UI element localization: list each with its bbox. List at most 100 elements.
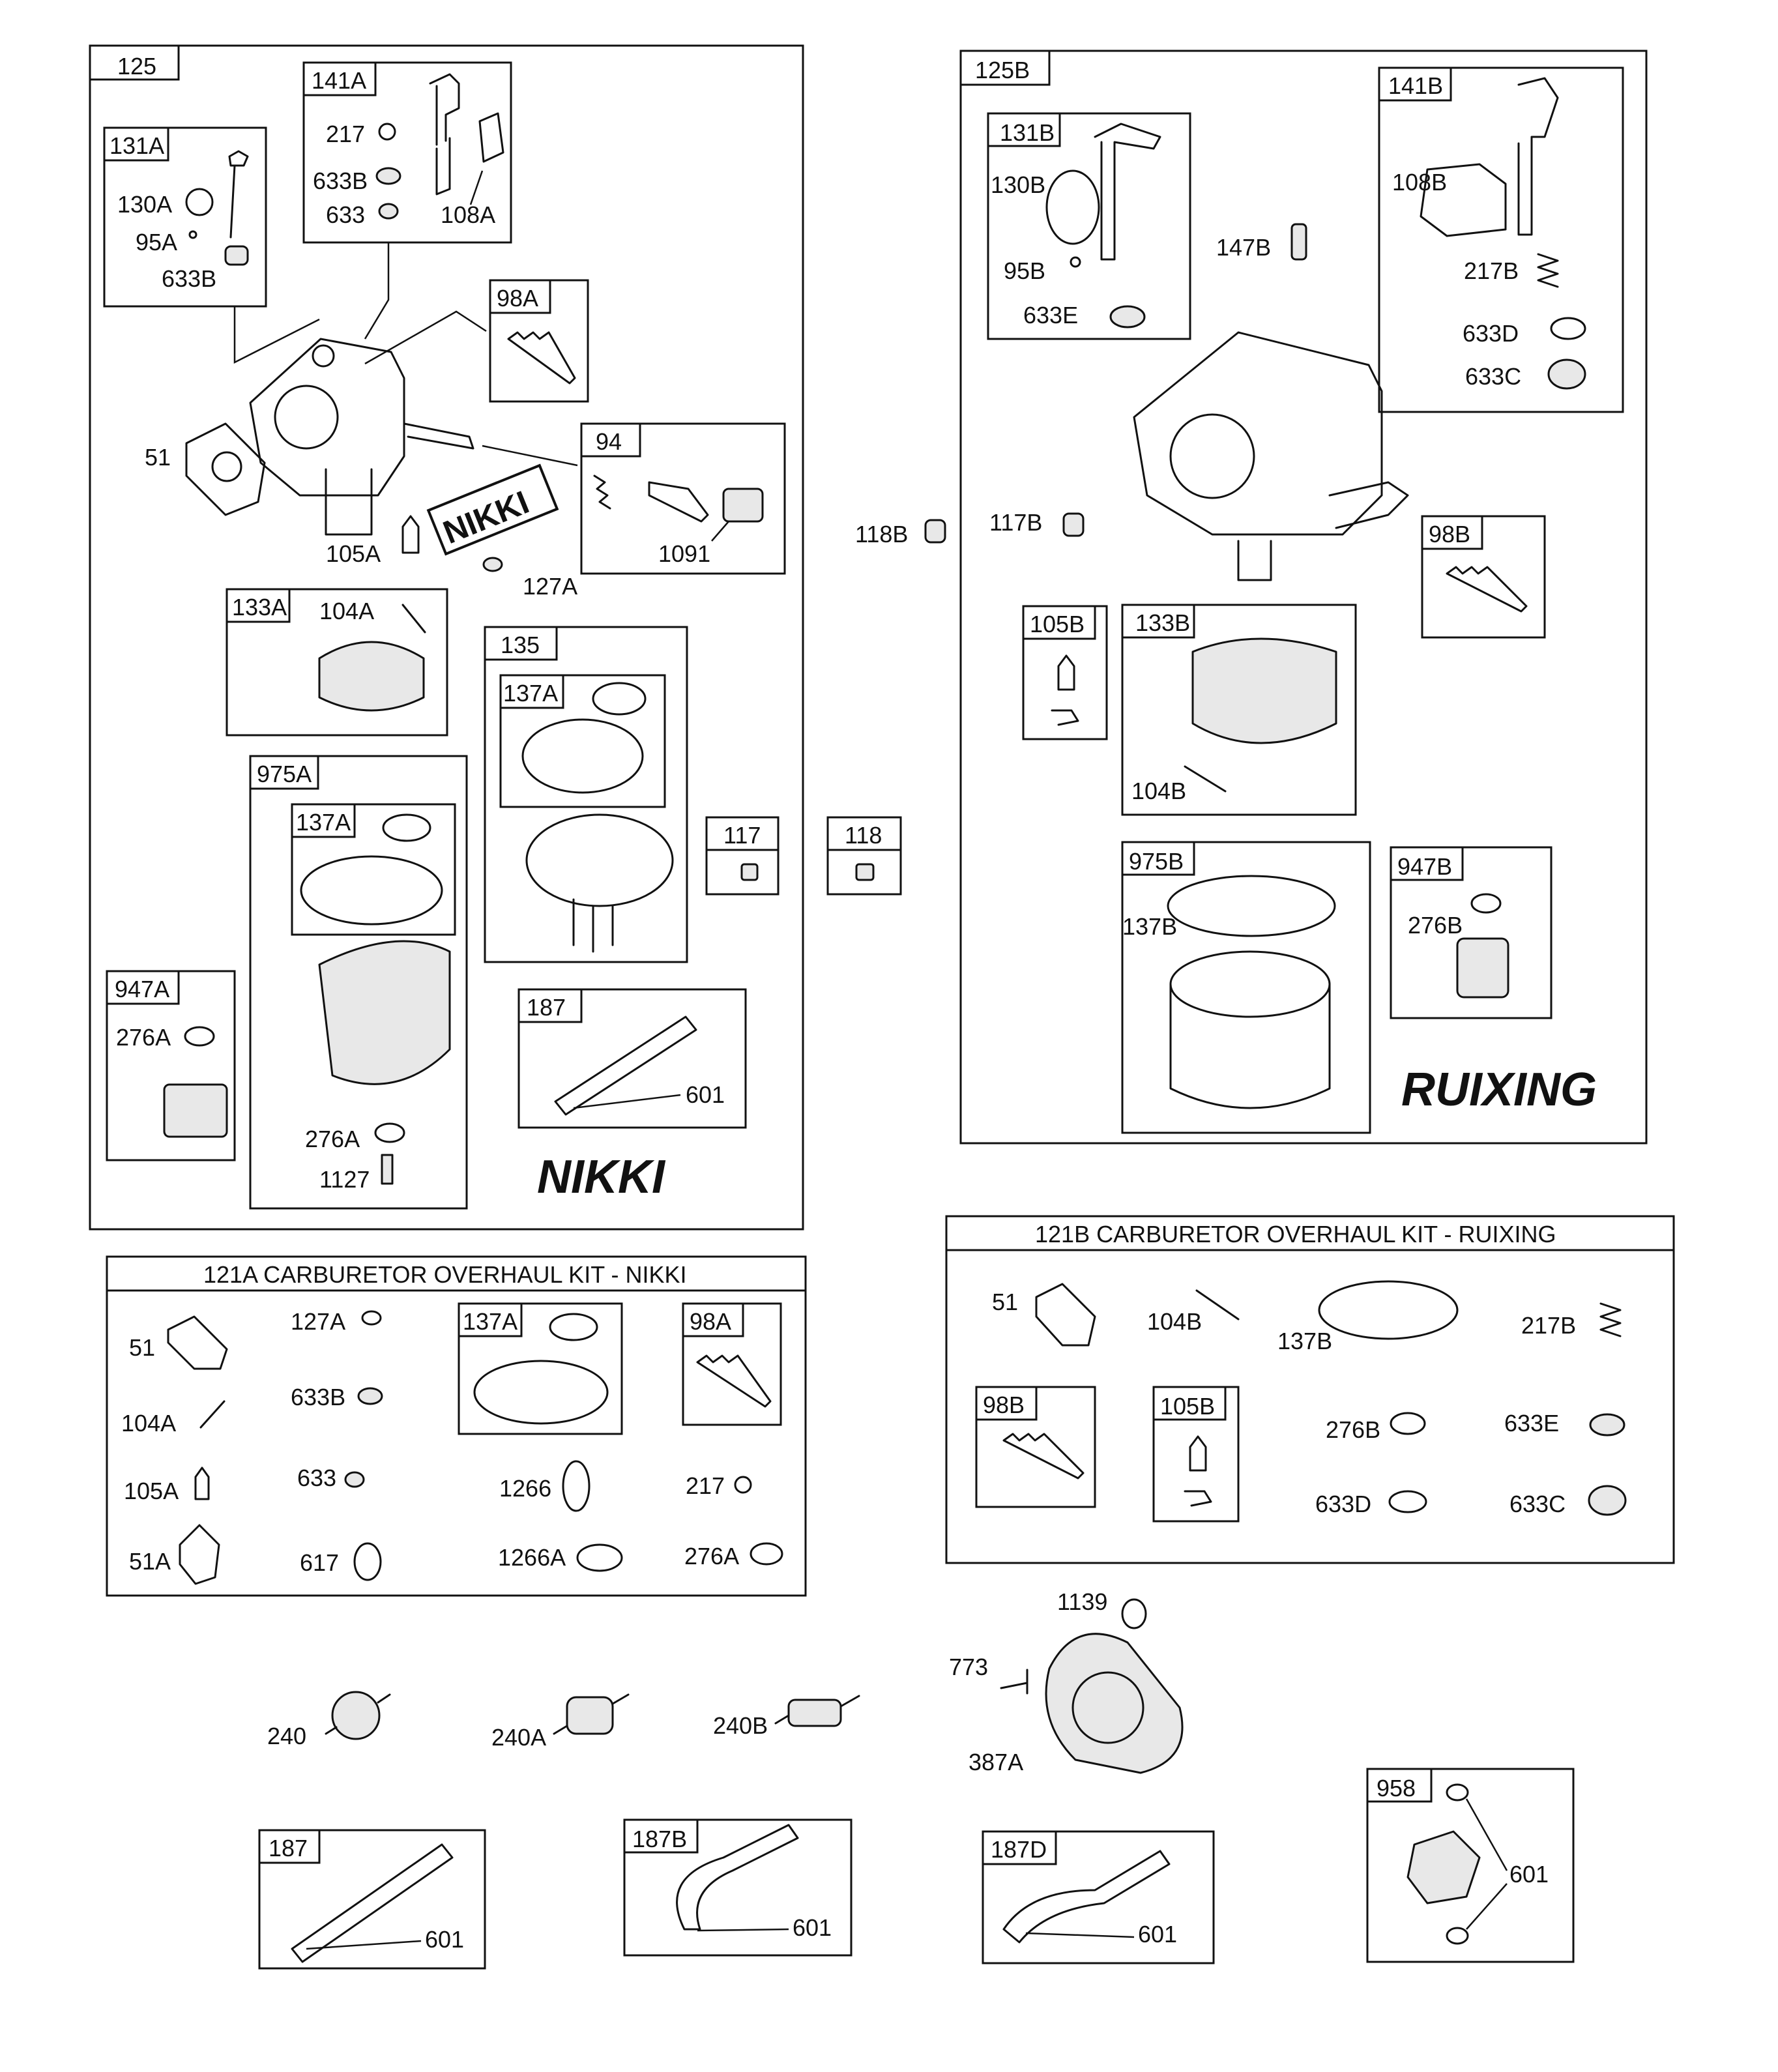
tag-box-975A: [249, 755, 319, 790]
part-label-108A[interactable]: 108A: [441, 201, 495, 228]
group-tag-125B[interactable]: 125B: [975, 57, 1030, 83]
group-tag-187[interactable]: 187: [269, 1835, 308, 1861]
kit-b-part-label-633E[interactable]: 633E: [1504, 1410, 1559, 1437]
group-tag-947B[interactable]: 947B: [1397, 853, 1452, 880]
group-tag-975A[interactable]: 975A: [257, 761, 312, 787]
part-label-276A-975[interactable]: 276A: [305, 1126, 360, 1152]
part-label-633D[interactable]: 633D: [1463, 320, 1519, 347]
group-tag-125[interactable]: 125: [117, 53, 156, 80]
part-label-773[interactable]: 773: [949, 1654, 988, 1680]
part-label-217[interactable]: 217: [326, 121, 365, 147]
part-label-95B[interactable]: 95B: [1004, 257, 1045, 284]
part-label-633C[interactable]: 633C: [1465, 363, 1521, 390]
kit-part-label-276A[interactable]: 276A: [684, 1543, 739, 1569]
kit-121A-title[interactable]: 121A CARBURETOR OVERHAUL KIT - NIKKI: [203, 1261, 687, 1288]
tag-box-133A: [226, 588, 291, 623]
kit-part-label-51A[interactable]: 51A: [129, 1548, 171, 1575]
part-label-105A[interactable]: 105A: [326, 540, 381, 567]
part-label-1127[interactable]: 1127: [319, 1166, 370, 1193]
part-label-217B[interactable]: 217B: [1464, 257, 1519, 284]
part-label-240[interactable]: 240: [267, 1723, 306, 1749]
kit-part-label-633[interactable]: 633: [297, 1465, 336, 1491]
kit-b-part-label-633D[interactable]: 633D: [1315, 1491, 1371, 1517]
kit-b-part-label-217B[interactable]: 217B: [1521, 1312, 1576, 1339]
part-label-130B[interactable]: 130B: [991, 171, 1045, 198]
tag-box-975B: [1121, 841, 1195, 876]
part-label-601-top[interactable]: 601: [686, 1081, 725, 1108]
group-tag-118[interactable]: 118: [845, 822, 882, 849]
kit-b-group-tag-98B[interactable]: 98B: [983, 1392, 1025, 1418]
part-label-130A[interactable]: 130A: [117, 191, 172, 218]
float-133A-part: [318, 641, 425, 712]
kit-b-part-label-51[interactable]: 51: [992, 1289, 1018, 1315]
part-label-108B[interactable]: 108B: [1392, 169, 1447, 196]
throttle-shaft-141B-part: [1517, 77, 1559, 236]
tag-box-187: [258, 1829, 321, 1864]
part-label-601-958[interactable]: 601: [1509, 1861, 1549, 1888]
group-tag-187D[interactable]: 187D: [991, 1836, 1047, 1863]
part-label-633B[interactable]: 633B: [313, 168, 368, 194]
part-label-240A[interactable]: 240A: [491, 1724, 546, 1751]
solenoid-947A-part: [163, 1083, 228, 1138]
tag-box-105B: [1022, 605, 1096, 640]
part-label-1139[interactable]: 1139: [1057, 1588, 1107, 1615]
group-tag-958[interactable]: 958: [1377, 1775, 1416, 1802]
part-label-633B-131[interactable]: 633B: [162, 265, 216, 292]
kit-part-label-104A[interactable]: 104A: [121, 1410, 176, 1437]
part-label-387A[interactable]: 387A: [969, 1749, 1023, 1775]
part-label-137B[interactable]: 137B: [1122, 913, 1177, 940]
group-tag-117[interactable]: 117: [723, 822, 761, 849]
group-tag-133B[interactable]: 133B: [1135, 609, 1190, 636]
group-tag-947A[interactable]: 947A: [115, 976, 169, 1002]
group-tag-94[interactable]: 94: [596, 428, 622, 455]
group-tag-141A[interactable]: 141A: [312, 67, 366, 94]
part-label-117B[interactable]: 117B: [989, 509, 1042, 536]
part-label-127A[interactable]: 127A: [523, 573, 577, 600]
kit-part-label-105A[interactable]: 105A: [124, 1478, 179, 1504]
part-label-104A[interactable]: 104A: [319, 598, 374, 624]
kit-group-tag-98A[interactable]: 98A: [690, 1308, 731, 1335]
part-label-95A[interactable]: 95A: [136, 229, 177, 255]
kit-121B-title[interactable]: 121B CARBURETOR OVERHAUL KIT - RUIXING: [1035, 1221, 1556, 1248]
kit-b-part-label-137B[interactable]: 137B: [1277, 1328, 1332, 1354]
kit-b-part-label-276B[interactable]: 276B: [1326, 1416, 1380, 1443]
kit-part-label-617[interactable]: 617: [300, 1549, 339, 1576]
part-label-240B[interactable]: 240B: [713, 1712, 768, 1739]
kit-part-label-51[interactable]: 51: [129, 1334, 155, 1361]
part-label-276A-947[interactable]: 276A: [116, 1024, 171, 1051]
group-tag-131B[interactable]: 131B: [1000, 119, 1055, 146]
group-tag-98A[interactable]: 98A: [497, 285, 538, 312]
group-tag-105B[interactable]: 105B: [1030, 611, 1085, 637]
group-tag-141B[interactable]: 141B: [1388, 72, 1443, 99]
group-tag-133A[interactable]: 133A: [232, 594, 287, 620]
part-label-276B[interactable]: 276B: [1408, 912, 1463, 939]
part-label-601-187B[interactable]: 601: [793, 1914, 832, 1941]
group-tag-98B[interactable]: 98B: [1429, 521, 1470, 547]
kit-part-label-1266[interactable]: 1266: [499, 1475, 551, 1502]
group-tag-137A-975[interactable]: 137A: [296, 809, 351, 836]
part-label-633[interactable]: 633: [326, 201, 365, 228]
group-tag-975B[interactable]: 975B: [1129, 848, 1184, 875]
part-label-147B[interactable]: 147B: [1216, 234, 1271, 261]
kit-part-label-217[interactable]: 217: [686, 1472, 725, 1499]
kit-b-part-label-633C[interactable]: 633C: [1509, 1491, 1566, 1517]
part-label-1091[interactable]: 1091: [658, 540, 710, 567]
part-label-118B[interactable]: 118B: [855, 521, 908, 547]
kit-part-label-127A[interactable]: 127A: [291, 1308, 345, 1335]
group-tag-135[interactable]: 135: [501, 632, 540, 658]
kit-part-label-633B[interactable]: 633B: [291, 1384, 345, 1410]
group-tag-187B[interactable]: 187B: [632, 1826, 687, 1852]
part-label-104B[interactable]: 104B: [1131, 778, 1186, 804]
choke-plate-130B-part: [1045, 169, 1100, 245]
kit-group-tag-137A[interactable]: 137A: [463, 1308, 517, 1335]
part-label-633E[interactable]: 633E: [1023, 302, 1078, 328]
group-tag-131A[interactable]: 131A: [109, 132, 164, 159]
group-tag-137A-135[interactable]: 137A: [503, 680, 558, 707]
part-label-601-187D[interactable]: 601: [1138, 1921, 1177, 1948]
part-label-51[interactable]: 51: [145, 444, 171, 471]
group-tag-187-top[interactable]: 187: [527, 994, 566, 1021]
kit-b-part-label-104B[interactable]: 104B: [1147, 1308, 1202, 1335]
kit-part-label-1266A[interactable]: 1266A: [498, 1544, 566, 1571]
part-label-601-187[interactable]: 601: [425, 1926, 464, 1953]
kit-b-group-tag-105B[interactable]: 105B: [1160, 1393, 1215, 1420]
